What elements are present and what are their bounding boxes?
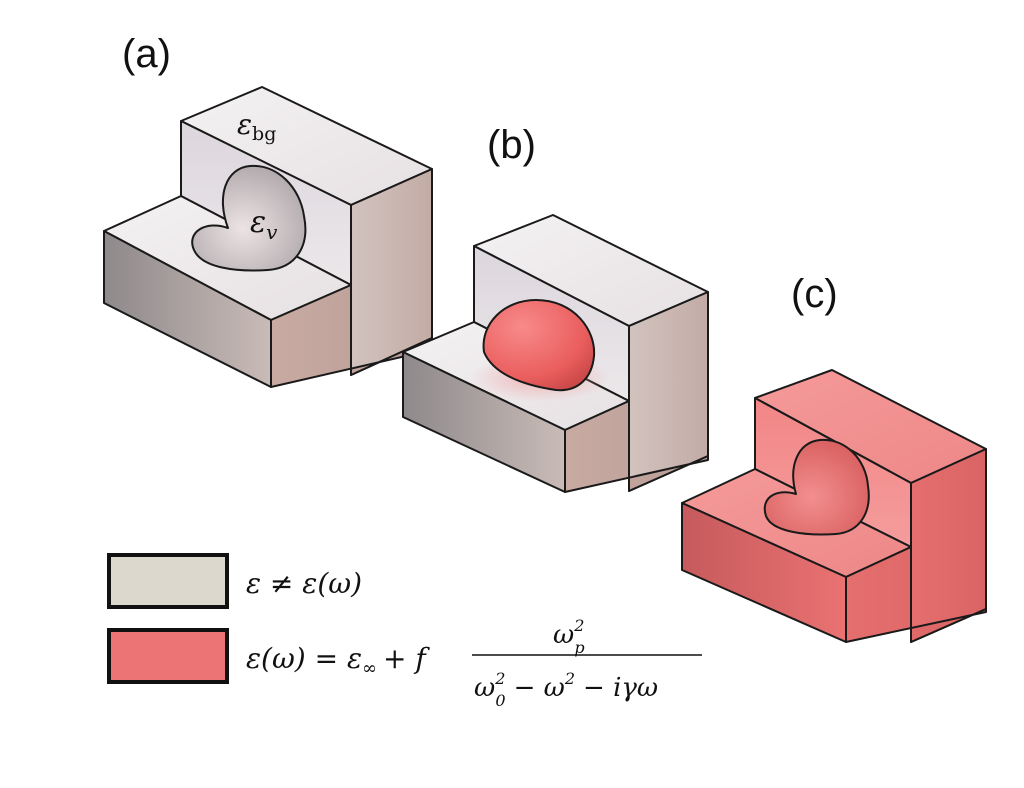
legend-swatch-dispersive: [107, 628, 229, 684]
panel-b-label: (b): [487, 123, 536, 167]
svg-text:ε(ω) = ε∞+ f: ε(ω) = ε∞+ f: [246, 642, 430, 679]
panel-a-heart-cavity: [191, 164, 307, 272]
panel-c-heart-cavity: [763, 438, 870, 536]
panel-a-inclusion-permittivity: εv: [250, 205, 278, 244]
legend-swatch-nondispersive: [107, 553, 229, 609]
panel-b: (b): [402, 123, 709, 493]
panel-a-label: (a): [122, 32, 171, 76]
panel-c-front-side: [845, 546, 987, 643]
panel-b-front-side: [564, 400, 709, 493]
panel-c-label: (c): [791, 272, 838, 316]
panel-b-hemisphere-inclusion: [482, 299, 596, 392]
panel-a: (a) εbg εv: [103, 32, 433, 388]
panel-a-front-side: [270, 284, 433, 388]
legend-nondispersive-equation: ε ≠ ε(ω): [246, 567, 362, 600]
panel-c: (c): [681, 272, 987, 643]
panel-a-background-permittivity: εbg: [237, 108, 276, 145]
